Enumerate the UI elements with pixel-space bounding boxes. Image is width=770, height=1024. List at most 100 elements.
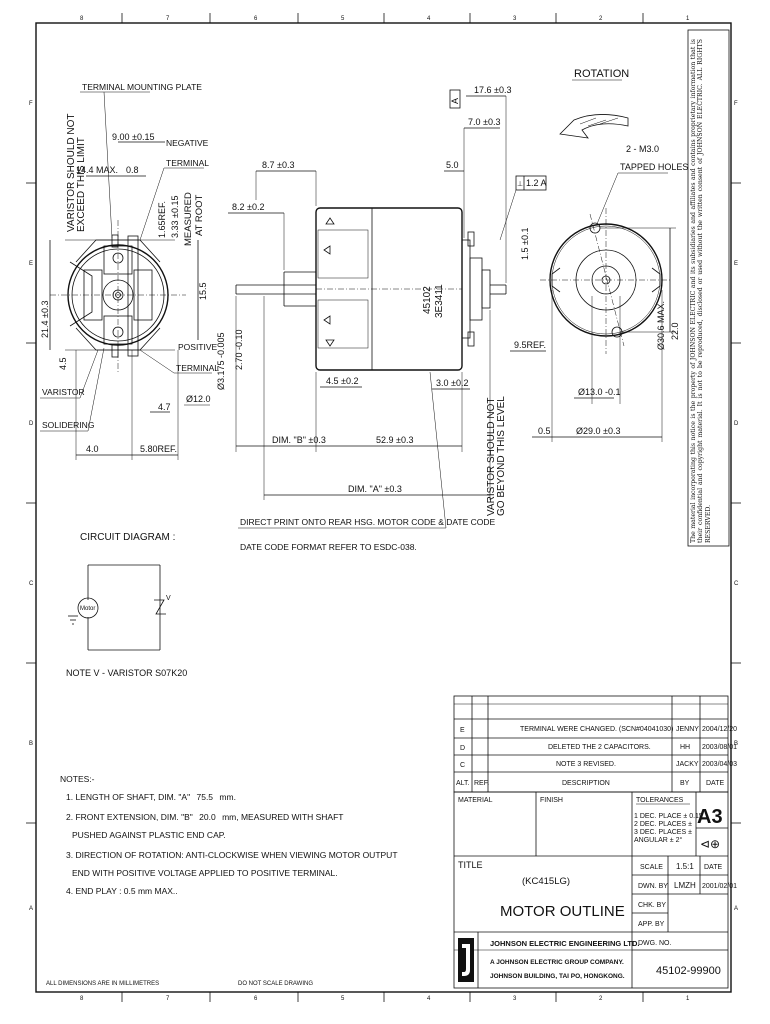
label-tapped-holes-1: 2 - M3.0 — [626, 144, 659, 154]
label-negative-terminal: TERMINAL — [166, 158, 209, 168]
zone-col-8: 8 — [80, 16, 84, 22]
zone-col-3: 3 — [513, 16, 517, 22]
tb-title-label: TITLE — [458, 860, 483, 870]
perp-symbol-icon: ⊥ — [517, 181, 523, 188]
copyright-holder: The material incorporating this notice i… — [690, 39, 712, 543]
rev-0-desc: TERMINAL WERE CHANGED. (SCN#04041030) — [520, 726, 673, 733]
circuit-title: CIRCUIT DIAGRAM : — [80, 532, 175, 543]
zone-row-f-right: F — [734, 101, 738, 107]
note-2: 2. FRONT EXTENSION, DIM. "B" 20.0 mm, ME… — [66, 812, 343, 822]
note-1-value: 75.5 — [196, 792, 213, 802]
tb-dwg-no: 45102-99900 — [656, 965, 721, 977]
label-negative: NEGATIVE — [166, 138, 209, 148]
dim-5-80: 5.80REF. — [140, 444, 177, 454]
dim-9-5: 9.5REF. — [514, 340, 546, 350]
tb-sheet-size: A3 — [697, 806, 723, 828]
dim-4-5: 4.5 — [58, 357, 68, 370]
zone-col-7: 7 — [166, 16, 170, 22]
tb-title: MOTOR OUTLINE — [500, 903, 625, 920]
rev-header-desc: DESCRIPTION — [562, 780, 610, 787]
rear-end-view — [50, 220, 186, 372]
rev-1-desc: DELETED THE 2 CAPACITORS. — [548, 744, 651, 751]
rev-2-alt: C — [460, 762, 465, 769]
dim-12: Ø12.0 — [186, 394, 211, 404]
zone-row-c: C — [29, 581, 34, 587]
zone-ticks — [26, 13, 741, 1002]
projection-symbol-icon: ⊲⊕ — [700, 837, 720, 851]
tb-tol-2: 2 DEC. PLACES ± — [634, 821, 692, 828]
zone-row-e-right: E — [734, 261, 738, 267]
rev-header-by: BY — [680, 780, 690, 787]
zone-col-5: 5 — [341, 16, 345, 22]
dim-3-175: Ø3.175 -0.005 — [216, 332, 226, 390]
zone-col-2-bottom: 2 — [599, 996, 603, 1002]
tb-part-code: (KC415LG) — [522, 876, 570, 887]
varistor-symbol-icon — [154, 599, 166, 615]
label-varistor: VARISTOR — [42, 387, 85, 397]
dim-0-5: 0.5 — [538, 426, 551, 436]
note-3-line2: END WITH POSITIVE VOLTAGE APPLIED TO POS… — [72, 868, 338, 878]
zone-col-1-bottom: 1 — [686, 996, 690, 1002]
tb-company-sub1: A JOHNSON ELECTRIC GROUP COMPANY. — [490, 959, 624, 966]
tb-tolerances: TOLERANCES — [636, 797, 684, 804]
motor-marking-2: 3E3411 — [434, 284, 445, 318]
label-positive-terminal: TERMINAL — [176, 363, 219, 373]
note-2-value: 20.0 — [199, 812, 216, 822]
zone-col-8-bottom: 8 — [80, 996, 84, 1002]
zone-row-f: F — [29, 101, 33, 107]
label-soldering: SOLIDERING — [42, 420, 94, 430]
motor-side-view — [235, 207, 507, 371]
rev-1-date: 2003/08/01 — [702, 744, 737, 751]
copyright-box — [687, 29, 730, 547]
tb-scale: 1.5:1 — [676, 862, 694, 871]
dim-8-7: 8.7 ±0.3 — [262, 160, 294, 170]
rev-1-alt: D — [460, 745, 465, 752]
tb-dwg-label: DWG. NO. — [638, 940, 671, 947]
dim-1-5: 1.5 ±0.1 — [520, 228, 530, 260]
dim-21-4: 21.4 ±0.3 — [40, 301, 50, 338]
dim-15-5: 15.5 — [198, 282, 208, 300]
tb-dwn-date: 2001/02/01 — [702, 883, 737, 890]
zone-col-7-bottom: 7 — [166, 996, 170, 1002]
zone-col-4: 4 — [427, 16, 431, 22]
tb-date-label: DATE — [704, 864, 722, 871]
tb-tol-1: 1 DEC. PLACE ± 0.15 — [634, 813, 703, 820]
label-direct-print: DIRECT PRINT ONTO REAR HSG. MOTOR CODE &… — [240, 517, 496, 527]
zone-col-4-bottom: 4 — [427, 996, 431, 1002]
rev-header-alt: ALT. — [456, 780, 470, 787]
dim-4-0: 4.0 — [86, 444, 99, 454]
zone-col-1: 1 — [686, 16, 690, 22]
label-terminal-mounting-text: TERMINAL MOUNTING PLATE — [82, 82, 202, 92]
note-2-suffix: mm, MEASURED WITH SHAFT — [222, 812, 343, 822]
tb-finish: FINISH — [540, 797, 563, 804]
dim-29: Ø29.0 ±0.3 — [576, 426, 620, 436]
dim-52-9: 52.9 ±0.3 — [376, 435, 413, 445]
footer-no-scale: DO NOT SCALE DRAWING — [238, 981, 313, 987]
motor-marking-1: 45102 — [422, 286, 433, 314]
dim-8-2: 8.2 ±0.2 — [232, 202, 264, 212]
motor-symbol-icon — [77, 597, 99, 619]
zone-col-3-bottom: 3 — [513, 996, 517, 1002]
note-1-suffix: mm. — [219, 792, 236, 802]
label-varistor-limit-2: EXCEED THIS LIMIT — [76, 137, 87, 232]
zone-row-b: B — [29, 741, 33, 747]
circuit-diagram — [68, 564, 166, 651]
label-rotation: ROTATION — [574, 68, 629, 80]
zone-col-6-bottom: 6 — [254, 996, 258, 1002]
zone-row-c-right: C — [734, 581, 739, 587]
zone-col-5-bottom: 5 — [341, 996, 345, 1002]
tb-dwn-by: LMZH — [674, 881, 696, 890]
dim-9-00: 9.00 ±0.15 — [112, 132, 154, 142]
dim-3-33: 3.33 ±0.15 — [170, 196, 180, 238]
tb-tol-3: 3 DEC. PLACES ± — [634, 829, 692, 836]
tb-material: MATERIAL — [458, 797, 493, 804]
rev-header-date: DATE — [706, 780, 724, 787]
copyright-notice: The material incorporating this notice i… — [690, 39, 712, 543]
dim-17-6: 17.6 ±0.3 — [474, 85, 511, 95]
dim-tol: 1.2 A — [526, 178, 547, 188]
tb-company: JOHNSON ELECTRIC ENGINEERING LTD. — [490, 939, 639, 948]
dim-22: 22.0 — [670, 322, 680, 340]
label-varistor-level-2: GO BEYOND THIS LEVEL — [496, 396, 507, 516]
dim-1-65: 1.65REF. — [157, 201, 167, 238]
dim-a: DIM. "A" ±0.3 — [348, 484, 402, 494]
